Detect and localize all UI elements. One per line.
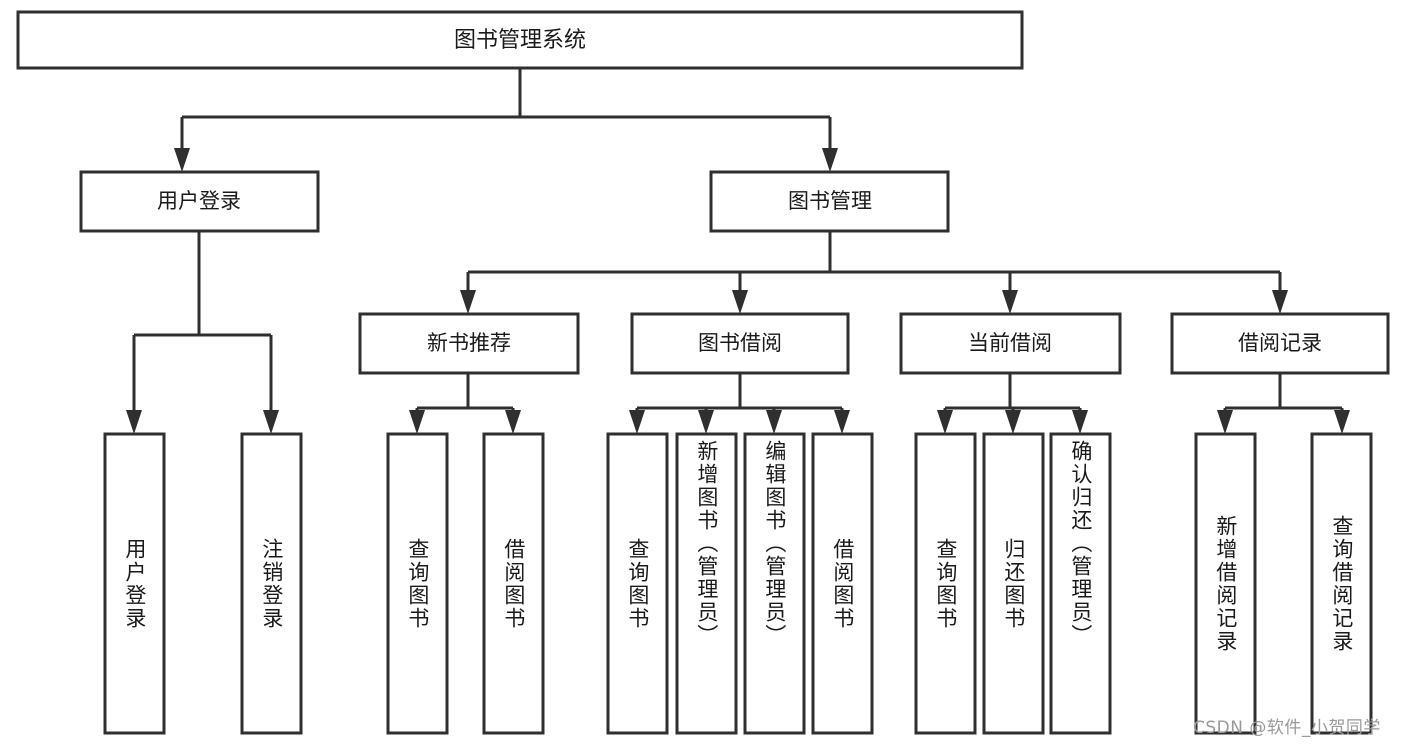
node-user-login-label: 用户登录: [157, 189, 241, 213]
node-new-book-recommend-label: 新书推荐: [427, 331, 511, 355]
node-leaf-return-book[interactable]: [982, 432, 1045, 735]
node-leaf-add-book[interactable]: [675, 432, 738, 735]
node-leaf-borrow-book-2[interactable]: [811, 432, 874, 735]
arrow-head-icon: [409, 410, 425, 434]
connector-book-borrow-to-leaves: [629, 373, 850, 434]
connector-current-borrow-to-leaves: [937, 373, 1088, 434]
arrow-head-icon: [505, 410, 521, 434]
arrow-head-icon: [766, 410, 782, 434]
arrow-head-icon: [1005, 410, 1021, 434]
node-leaf-add-record[interactable]: [1194, 432, 1257, 735]
node-user-login[interactable]: 用户登录: [79, 170, 320, 233]
arrow-head-icon: [126, 410, 142, 434]
node-leaf-query-book-2[interactable]: [606, 432, 669, 735]
arrow-head-icon: [174, 148, 190, 172]
node-current-borrow-label: 当前借阅: [968, 331, 1052, 355]
node-current-borrow[interactable]: 当前借阅: [899, 312, 1122, 375]
arrow-head-icon: [629, 410, 645, 434]
node-book-management-label: 图书管理: [788, 189, 872, 213]
node-leaf-user-login[interactable]: [103, 432, 166, 735]
arrow-head-icon: [1217, 410, 1233, 434]
connector-root-to-level2: [174, 68, 838, 172]
node-borrow-record[interactable]: 借阅记录: [1170, 312, 1390, 375]
arrow-head-icon: [1272, 290, 1288, 314]
node-root-label: 图书管理系统: [454, 28, 586, 53]
arrow-head-icon: [698, 410, 714, 434]
connector-book-management-to-level3: [460, 231, 1288, 314]
arrow-head-icon: [1072, 410, 1088, 434]
node-leaf-edit-book[interactable]: [743, 432, 806, 735]
arrow-head-icon: [937, 410, 953, 434]
node-book-borrow-label: 图书借阅: [698, 331, 782, 355]
arrow-head-icon: [263, 410, 279, 434]
csdn-watermark: CSDN @软件_小贺同学: [1193, 718, 1381, 738]
connector-user-login-to-leaves: [126, 231, 279, 434]
node-leaf-query-book-1[interactable]: [386, 432, 449, 735]
node-book-management[interactable]: 图书管理: [709, 170, 950, 233]
arrow-head-icon: [1002, 290, 1018, 314]
arrow-head-icon: [732, 290, 748, 314]
node-leaf-query-record[interactable]: [1310, 432, 1373, 735]
node-book-borrow[interactable]: 图书借阅: [630, 312, 850, 375]
connector-borrow-record-to-leaves: [1217, 373, 1350, 434]
arrow-head-icon: [460, 290, 476, 314]
node-leaf-logout-login[interactable]: [240, 432, 303, 735]
arrow-head-icon: [822, 148, 838, 172]
arrow-head-icon: [1334, 410, 1350, 434]
node-leaf-query-book-3[interactable]: [914, 432, 977, 735]
node-leaf-confirm-return[interactable]: [1049, 432, 1112, 735]
arrow-head-icon: [834, 410, 850, 434]
node-new-book-recommend[interactable]: 新书推荐: [358, 312, 580, 375]
node-borrow-record-label: 借阅记录: [1238, 331, 1322, 355]
node-leaf-borrow-book-1[interactable]: [482, 432, 545, 735]
connector-new-book-recommend-to-leaves: [409, 373, 521, 434]
node-root[interactable]: 图书管理系统: [16, 10, 1024, 70]
